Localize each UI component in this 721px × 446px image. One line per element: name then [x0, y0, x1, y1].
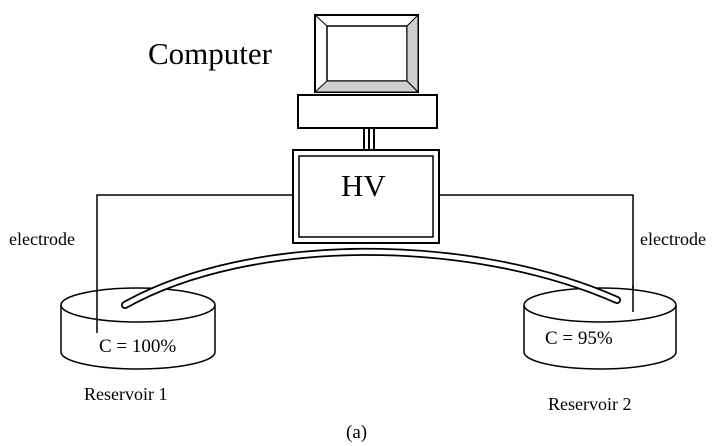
right-electrode-wire [439, 194, 634, 312]
reservoir-2 [523, 287, 677, 370]
left-electrode-wire [96, 194, 293, 333]
reservoir-1-concentration: C = 100% [99, 336, 176, 357]
computer-label: Computer [148, 36, 273, 71]
capillary-tube [121, 247, 621, 309]
reservoir-1-label: Reservoir 1 [84, 384, 167, 404]
reservoir-2-concentration: C = 95% [545, 328, 613, 349]
hv-power-supply [292, 149, 440, 244]
computer-base [297, 94, 438, 129]
computer-monitor [313, 13, 420, 94]
left-electrode-label: electrode [9, 229, 75, 249]
reservoir-1 [60, 287, 216, 370]
computer-hv-cable [363, 128, 375, 150]
right-electrode-label: electrode [640, 229, 706, 249]
hv-label: HV [341, 168, 386, 203]
panel-label: (a) [346, 422, 367, 443]
reservoir-2-label: Reservoir 2 [548, 394, 631, 414]
